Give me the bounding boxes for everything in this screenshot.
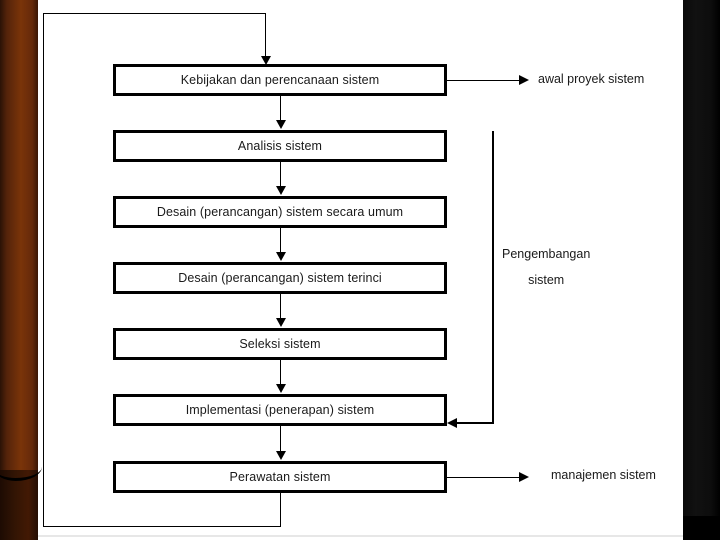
node-analisis[interactable]: Analisis sistem xyxy=(113,130,447,162)
node-desain-umum[interactable]: Desain (perancangan) sistem secara umum xyxy=(113,196,447,228)
node-label: Desain (perancangan) sistem terinci xyxy=(178,271,382,285)
edge-desain-rinci-seleksi xyxy=(280,294,281,319)
feedback-loop-top-segment xyxy=(43,13,266,14)
pengembangan-bracket-arrowhead xyxy=(447,418,457,428)
annotation-pengembangan-sistem: Pengembangan sistem xyxy=(502,241,590,293)
right-decorative-band-foot xyxy=(683,516,720,540)
left-band-curve-accent xyxy=(0,456,42,481)
feedback-loop-left-segment xyxy=(43,13,44,527)
edge-kebijakan-awal-proyek-arrowhead xyxy=(519,75,529,85)
annotation-pengembangan-line1: Pengembangan xyxy=(502,247,591,261)
edge-analisis-desain-umum xyxy=(280,162,281,187)
feedback-loop-riser-segment xyxy=(280,493,281,527)
edge-kebijakan-analisis xyxy=(280,96,281,121)
annotation-awal-proyek-sistem: awal proyek sistem xyxy=(538,72,645,86)
left-decorative-band xyxy=(0,0,38,540)
node-desain-rinci[interactable]: Desain (perancangan) sistem terinci xyxy=(113,262,447,294)
edge-desain-umum-desain-rinci xyxy=(280,228,281,253)
edge-implementasi-perawatan-arrowhead xyxy=(276,451,286,460)
annotation-pengembangan-line2: sistem xyxy=(528,273,565,287)
edge-kebijakan-awal-proyek xyxy=(447,80,521,81)
edge-analisis-desain-umum-arrowhead xyxy=(276,186,286,195)
edge-perawatan-manajemen-arrowhead xyxy=(519,472,529,482)
right-decorative-band xyxy=(683,0,720,540)
edge-kebijakan-analisis-arrowhead xyxy=(276,120,286,129)
edge-seleksi-implementasi-arrowhead xyxy=(276,384,286,393)
pengembangan-bracket-return xyxy=(452,422,494,424)
node-seleksi[interactable]: Seleksi sistem xyxy=(113,328,447,360)
node-label: Seleksi sistem xyxy=(239,337,321,351)
bottom-divider xyxy=(38,535,683,537)
feedback-loop-arrowhead xyxy=(261,56,271,65)
left-decorative-band-lower xyxy=(0,470,38,540)
edge-perawatan-manajemen xyxy=(447,477,521,478)
node-implementasi[interactable]: Implementasi (penerapan) sistem xyxy=(113,394,447,426)
edge-desain-umum-desain-rinci-arrowhead xyxy=(276,252,286,261)
node-label: Desain (perancangan) sistem secara umum xyxy=(156,205,404,219)
feedback-loop-down-segment xyxy=(265,13,266,56)
edge-implementasi-perawatan xyxy=(280,426,281,452)
annotation-manajemen-sistem: manajemen sistem xyxy=(551,468,656,482)
feedback-loop-bottom-segment xyxy=(43,526,281,527)
edge-desain-rinci-seleksi-arrowhead xyxy=(276,318,286,327)
pengembangan-bracket-vertical xyxy=(492,131,494,423)
node-label: Perawatan sistem xyxy=(229,470,331,484)
node-label: Kebijakan dan perencanaan sistem xyxy=(180,73,380,87)
node-perawatan[interactable]: Perawatan sistem xyxy=(113,461,447,493)
node-label: Analisis sistem xyxy=(237,139,323,153)
edge-seleksi-implementasi xyxy=(280,360,281,385)
node-kebijakan[interactable]: Kebijakan dan perencanaan sistem xyxy=(113,64,447,96)
node-label: Implementasi (penerapan) sistem xyxy=(185,403,375,417)
